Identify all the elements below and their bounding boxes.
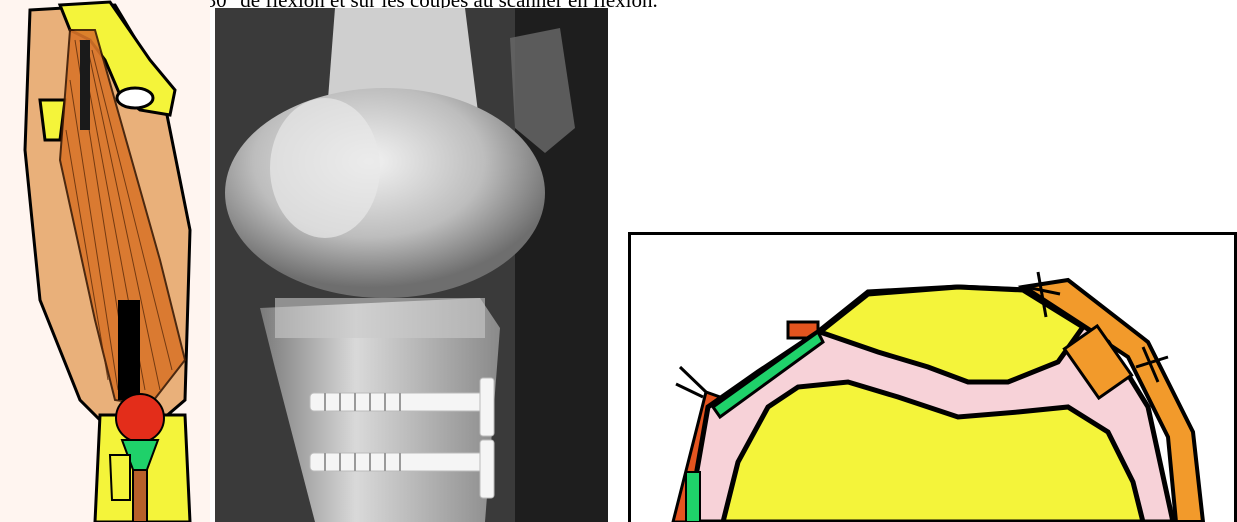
knee-xray-image bbox=[215, 8, 608, 522]
knee-cross-section-diagram bbox=[628, 232, 1237, 522]
leg-drawing bbox=[0, 0, 210, 522]
knee-anatomy-illustration bbox=[0, 0, 210, 522]
xray-drawing bbox=[215, 8, 608, 522]
cross-section-drawing bbox=[628, 232, 1237, 522]
